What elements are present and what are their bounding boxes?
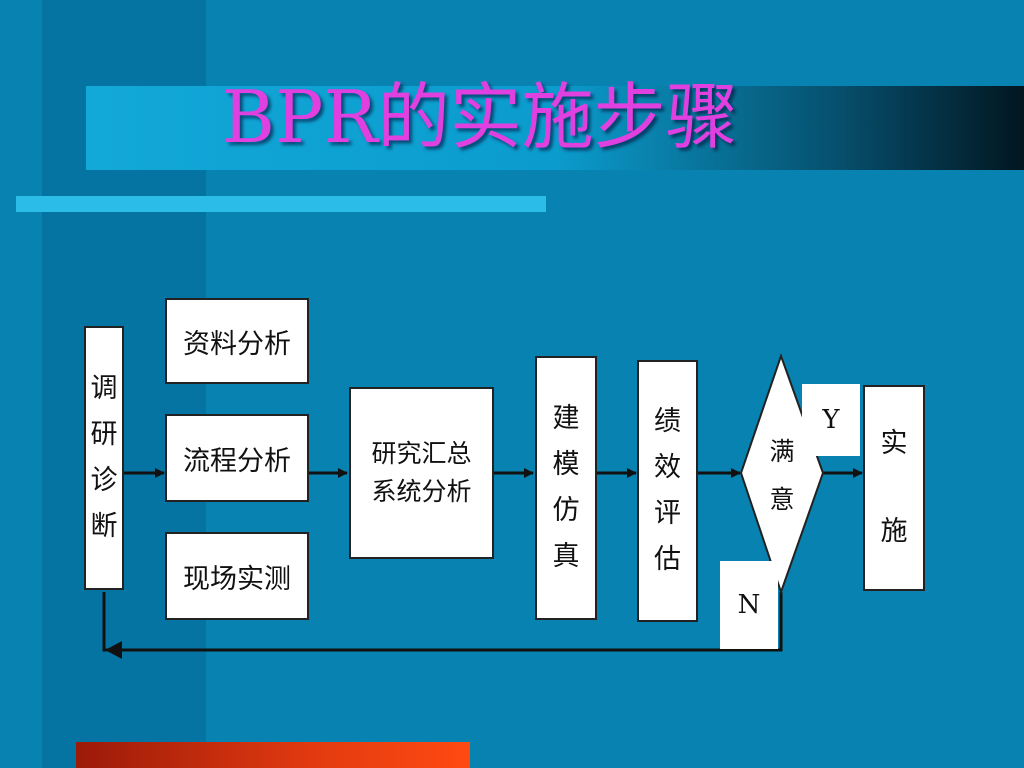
title-band — [86, 86, 1024, 170]
no-label: N — [720, 561, 778, 649]
step-performance-evaluation: 绩 效 评 估 — [637, 360, 698, 622]
step-summary-system-analysis: 研究汇总 系统分析 — [349, 387, 494, 559]
feedback-return-line — [102, 592, 120, 652]
yes-label: Y — [802, 384, 860, 456]
decision-satisfied-label: 满 意 — [769, 437, 795, 514]
step-modeling-simulation: 建 模 仿 真 — [535, 356, 597, 620]
accent-stripe — [16, 196, 546, 212]
feedback-line — [120, 592, 783, 652]
step-process-analysis: 流程分析 — [165, 414, 309, 502]
step-field-measurement: 现场实测 — [165, 532, 309, 620]
step-data-analysis: 资料分析 — [165, 298, 309, 384]
slide-title: BPR的实施步骤 — [222, 75, 738, 159]
bottom-orange-bar — [76, 742, 470, 768]
step-implementation: 实 施 — [863, 385, 925, 591]
step-research-diagnosis: 调 研 诊 断 — [84, 326, 124, 590]
feedback-arrowhead — [105, 641, 122, 659]
